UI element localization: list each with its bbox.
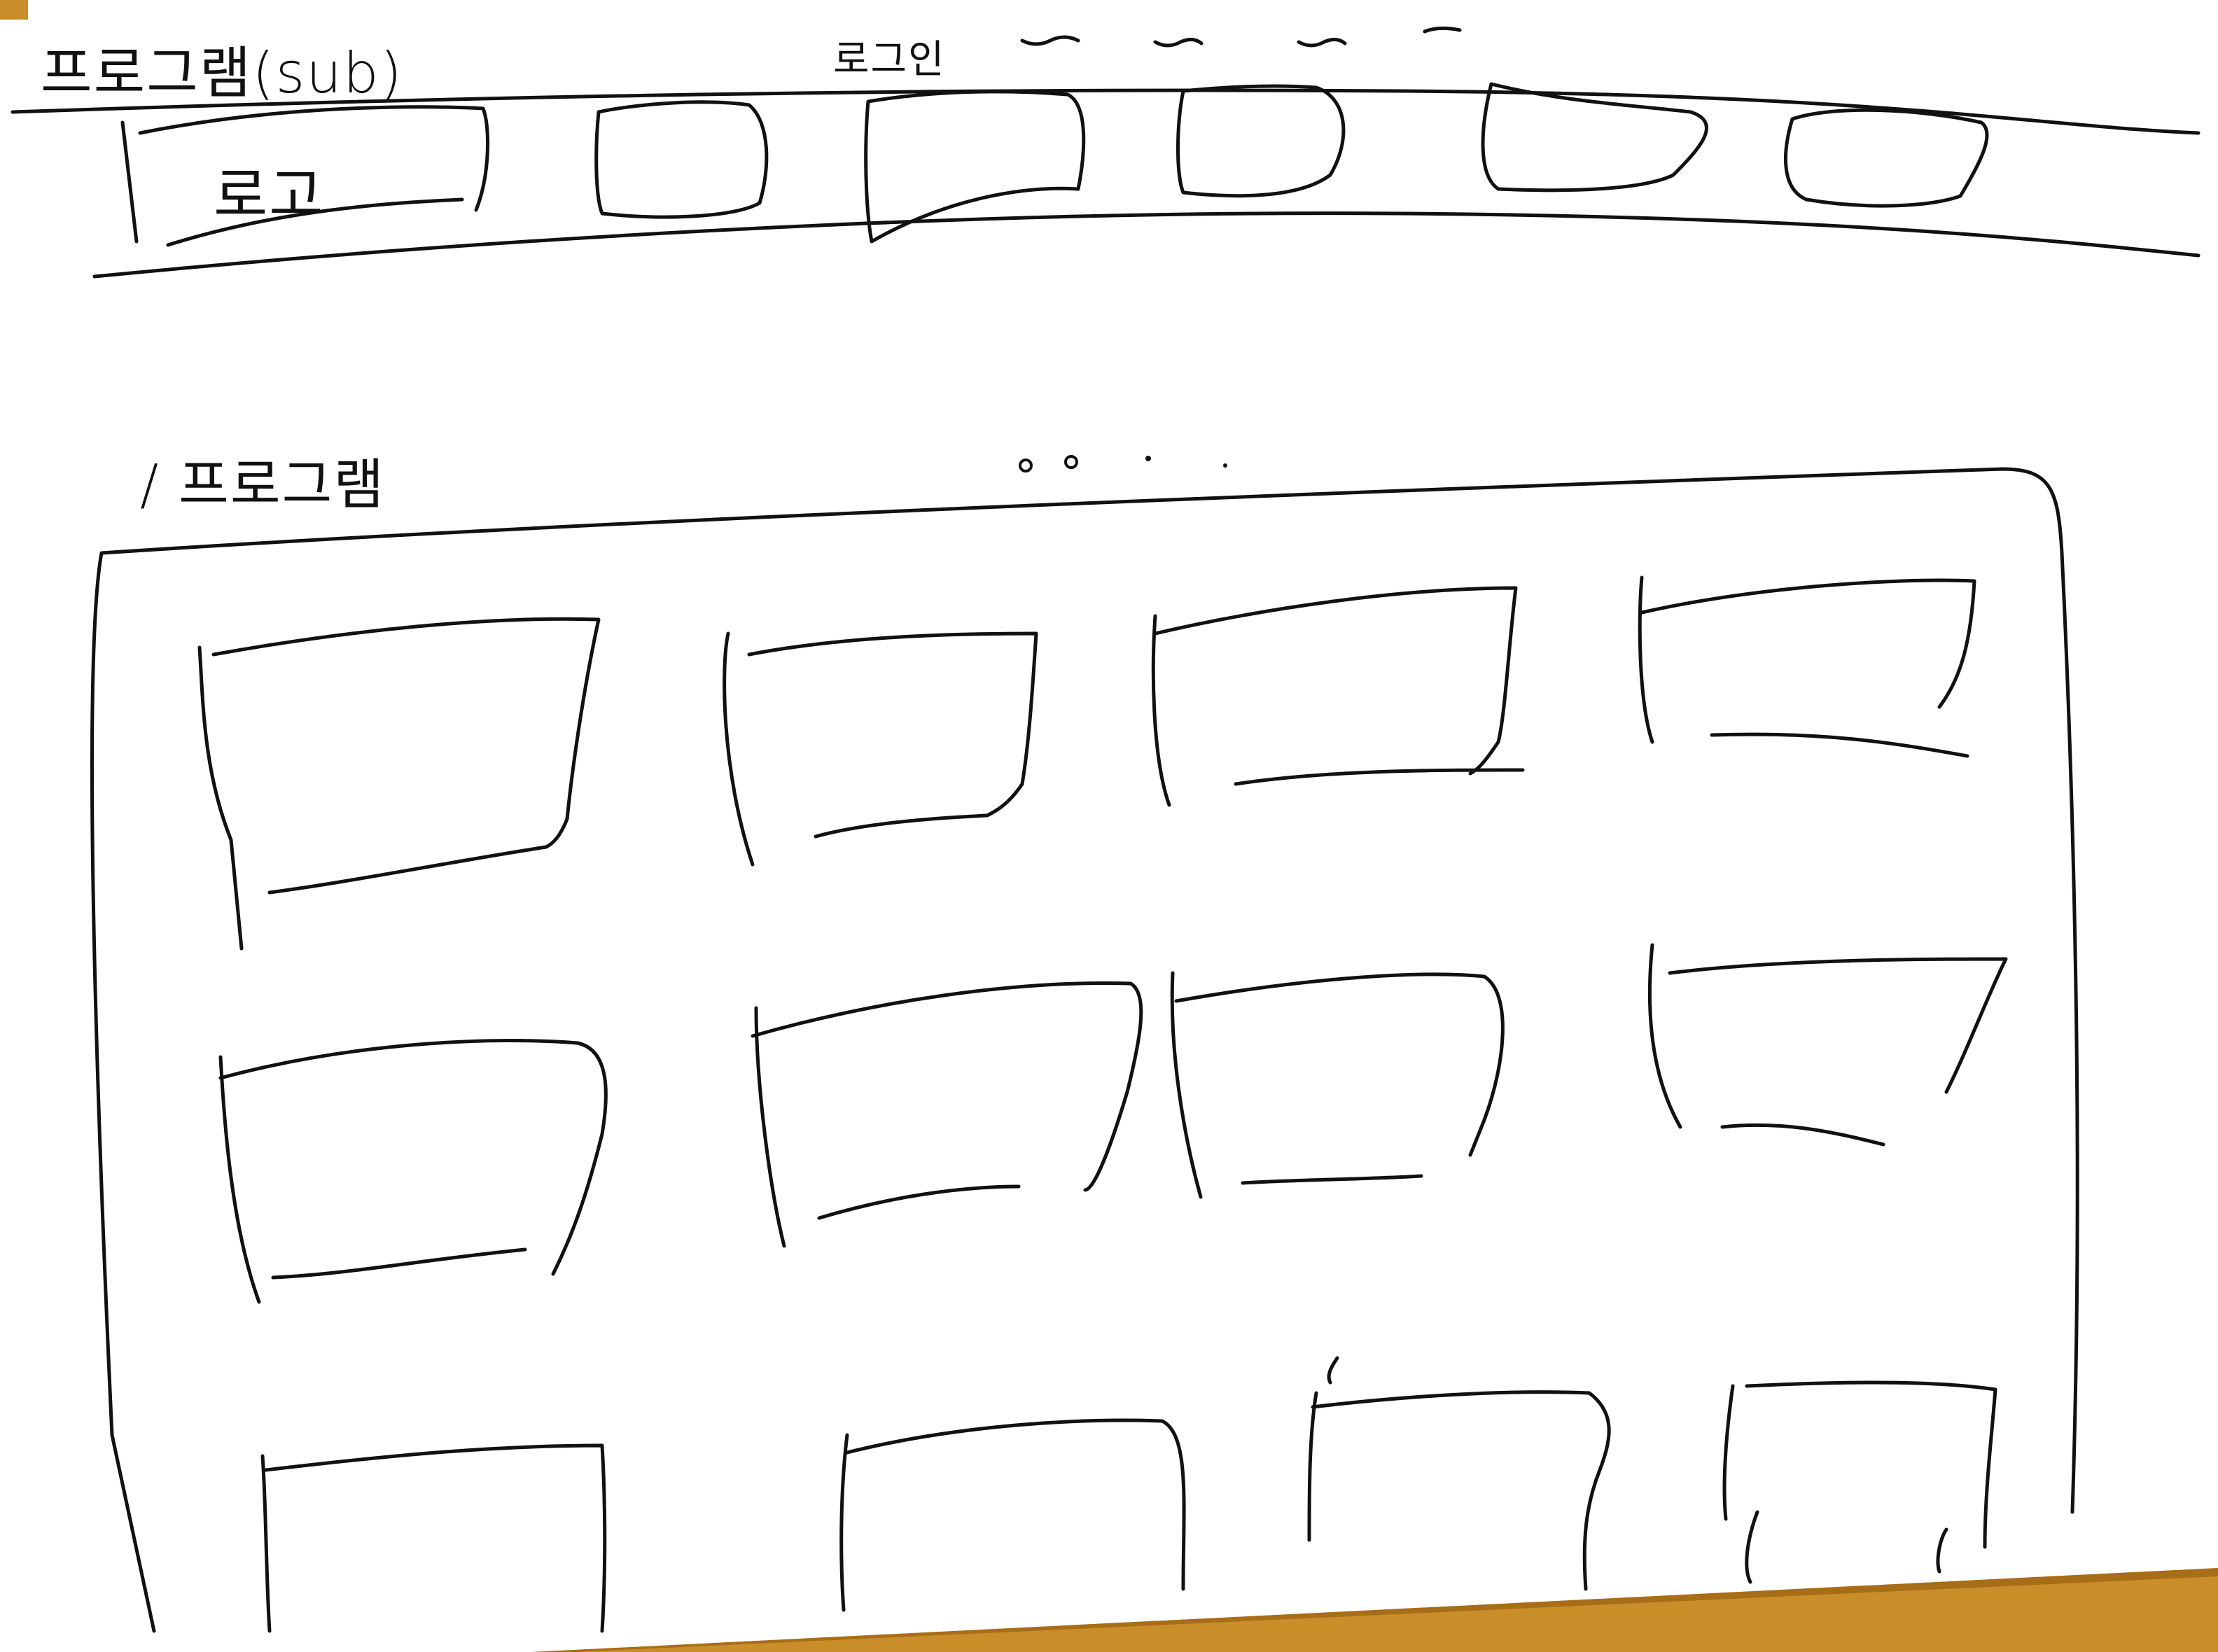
card-r1-c1 bbox=[197, 617, 601, 951]
header-squiggle-1 bbox=[1020, 35, 1080, 46]
nav-box-4 bbox=[1481, 82, 1708, 192]
program-card[interactable] bbox=[263, 1446, 606, 1631]
program-card[interactable] bbox=[721, 630, 1036, 864]
nav-item-4[interactable] bbox=[1477, 84, 1722, 196]
ellipsis-dot-3 bbox=[1145, 456, 1151, 461]
card-r2-c4 bbox=[1647, 943, 2008, 1147]
ellipsis-dot-2 bbox=[1064, 455, 1078, 469]
program-card[interactable] bbox=[1722, 1379, 1995, 1582]
program-card[interactable] bbox=[221, 1036, 609, 1302]
ellipsis-dot-4 bbox=[1223, 463, 1227, 468]
section-title: / 프로그램 bbox=[140, 454, 386, 517]
program-card[interactable] bbox=[1309, 1358, 1617, 1589]
card-r2-c3 bbox=[1170, 971, 1505, 1199]
card-r3-c3 bbox=[1307, 1356, 1611, 1591]
nav-item-2[interactable] bbox=[865, 88, 1089, 241]
program-card[interactable] bbox=[1152, 588, 1523, 805]
logo[interactable]: 로고 bbox=[214, 161, 325, 230]
sub-program-title: 프로그램(sub) bbox=[41, 41, 403, 106]
logo-box-shape bbox=[120, 105, 490, 247]
card-r1-c4 bbox=[1638, 575, 1976, 758]
program-card[interactable] bbox=[200, 616, 602, 948]
nav-box-1 bbox=[594, 100, 769, 219]
ellipsis-dot-1 bbox=[1019, 458, 1033, 472]
nav-box-2 bbox=[864, 90, 1086, 244]
nav-item-3[interactable] bbox=[1176, 84, 1351, 196]
program-card[interactable] bbox=[840, 1418, 1190, 1610]
logo-box[interactable] bbox=[123, 105, 487, 245]
page-corner-tab bbox=[0, 0, 28, 20]
program-card[interactable] bbox=[1638, 578, 1974, 756]
program-card[interactable] bbox=[753, 980, 1148, 1246]
nav-box-5 bbox=[1784, 108, 1989, 208]
header-bottom-line bbox=[92, 211, 2200, 279]
header-squiggle-4 bbox=[1423, 26, 1462, 34]
card-r3-c4 bbox=[1722, 1380, 1997, 1584]
nav-item-5[interactable] bbox=[1782, 105, 1992, 210]
header-squiggle-2 bbox=[1153, 38, 1204, 48]
card-r2-c1 bbox=[218, 1039, 608, 1304]
header-squiggle-3 bbox=[1297, 38, 1347, 48]
nav-item-1[interactable] bbox=[595, 94, 770, 217]
program-card[interactable] bbox=[1169, 969, 1512, 1197]
card-r2-c1-wait bbox=[723, 631, 1038, 867]
login-link[interactable]: 로그인 bbox=[833, 37, 946, 83]
content-frame bbox=[90, 467, 2079, 1633]
card-r3-c1 bbox=[260, 1443, 607, 1633]
program-card[interactable] bbox=[1645, 945, 2006, 1144]
header-top-line bbox=[11, 88, 2200, 135]
nav-box-3 bbox=[1176, 84, 1346, 198]
card-r2-c2 bbox=[751, 981, 1143, 1248]
card-r1-c3 bbox=[1151, 586, 1525, 807]
